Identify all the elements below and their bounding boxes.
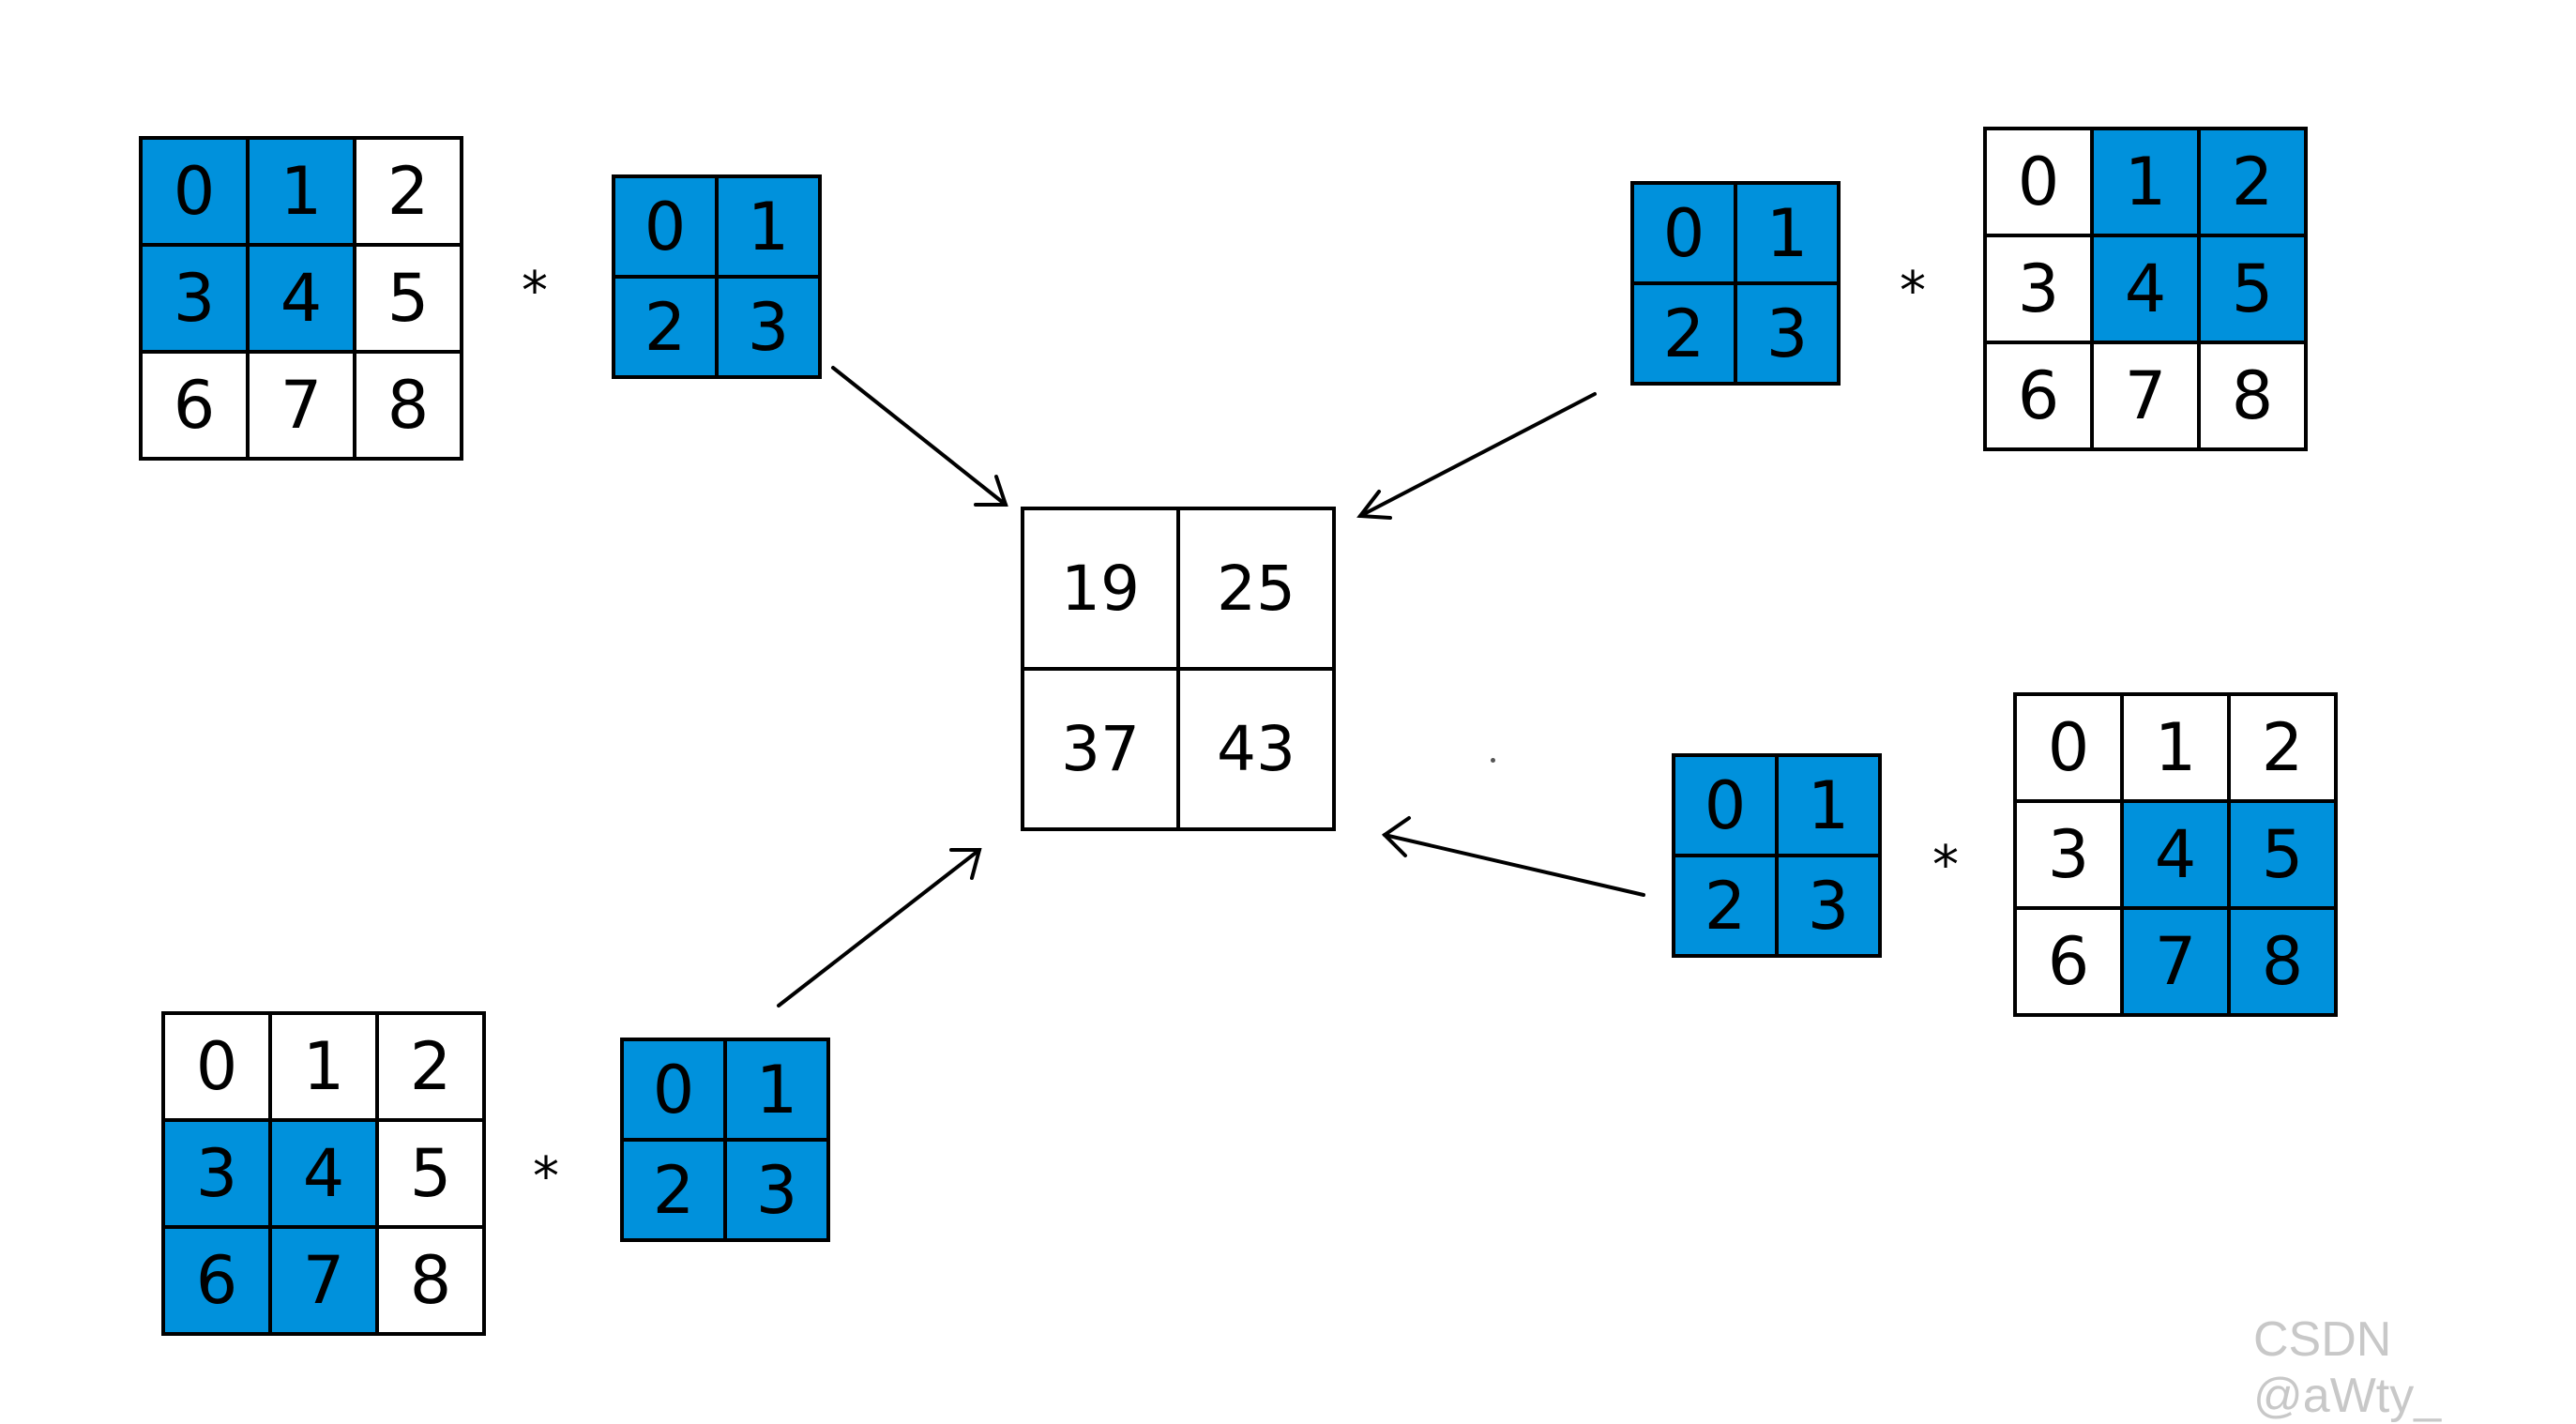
multiply-operator: *: [1900, 261, 1926, 322]
input-cell: 6: [1987, 344, 2090, 447]
watermark: CSDN @aWty_: [2253, 1312, 2442, 1423]
input-cell: 8: [356, 354, 460, 457]
input-cell: 3: [2017, 803, 2120, 906]
input-cell: 1: [250, 140, 353, 243]
arrow-bottom-left: [777, 848, 982, 1007]
result-cell: 43: [1180, 671, 1332, 827]
input-cell: 4: [2124, 803, 2227, 906]
input-cell: 8: [379, 1229, 482, 1332]
input-cell: 6: [143, 354, 246, 457]
input-cell: 0: [165, 1015, 268, 1118]
input-cell: 2: [356, 140, 460, 243]
input-cell: 6: [165, 1229, 268, 1332]
input-cell: 0: [143, 140, 246, 243]
kernel-cell: 0: [624, 1041, 723, 1138]
kernel-cell: 1: [719, 178, 818, 275]
kernel-cell: 3: [719, 279, 818, 375]
input-cell: 0: [2017, 696, 2120, 799]
kernel-cell: 3: [1737, 285, 1837, 382]
arrow-top-right: [1356, 392, 1597, 520]
input-cell: 5: [2201, 237, 2304, 341]
input-cell: 0: [1987, 130, 2090, 234]
input-cell: 4: [272, 1122, 375, 1225]
multiply-operator: *: [533, 1146, 559, 1207]
input-cell: 7: [2124, 910, 2227, 1013]
kernel-cell: 2: [615, 279, 715, 375]
input-cell: 2: [2201, 130, 2304, 234]
input-cell: 1: [2124, 696, 2227, 799]
arrow-bottom-right: [1381, 816, 1645, 897]
stray-dot: [1491, 758, 1495, 763]
kernel-cell: 3: [1779, 857, 1878, 954]
kernel-cell: 2: [1634, 285, 1734, 382]
input-cell: 7: [272, 1229, 375, 1332]
arrow-top-left: [831, 366, 1008, 507]
result-cell: 25: [1180, 510, 1332, 667]
kernel-cell: 2: [624, 1142, 723, 1238]
input-cell: 5: [2231, 803, 2334, 906]
input-cell: 1: [2094, 130, 2197, 234]
input-cell: 2: [379, 1015, 482, 1118]
input-cell: 6: [2017, 910, 2120, 1013]
input-cell: 3: [165, 1122, 268, 1225]
kernel-cell: 3: [727, 1142, 826, 1238]
kernel-cell: 0: [615, 178, 715, 275]
input-cell: 8: [2231, 910, 2334, 1013]
result-cell: 19: [1024, 510, 1176, 667]
kernel-cell: 1: [727, 1041, 826, 1138]
kernel-cell: 0: [1634, 185, 1734, 281]
input-cell: 4: [250, 247, 353, 350]
input-cell: 8: [2201, 344, 2304, 447]
input-cell: 7: [2094, 344, 2197, 447]
input-cell: 4: [2094, 237, 2197, 341]
kernel-cell: 1: [1737, 185, 1837, 281]
input-cell: 7: [250, 354, 353, 457]
multiply-operator: *: [522, 261, 548, 322]
multiply-operator: *: [1932, 835, 1959, 896]
input-cell: 1: [272, 1015, 375, 1118]
arrows-layer: [777, 366, 1645, 1007]
kernel-cell: 2: [1675, 857, 1775, 954]
input-cell: 2: [2231, 696, 2334, 799]
input-cell: 3: [143, 247, 246, 350]
input-cell: 5: [379, 1122, 482, 1225]
input-cell: 5: [356, 247, 460, 350]
result-matrix: 19 25 37 43: [1021, 507, 1336, 831]
input-cell: 3: [1987, 237, 2090, 341]
result-cell: 37: [1024, 671, 1176, 827]
kernel-cell: 1: [1779, 757, 1878, 854]
kernel-cell: 0: [1675, 757, 1775, 854]
